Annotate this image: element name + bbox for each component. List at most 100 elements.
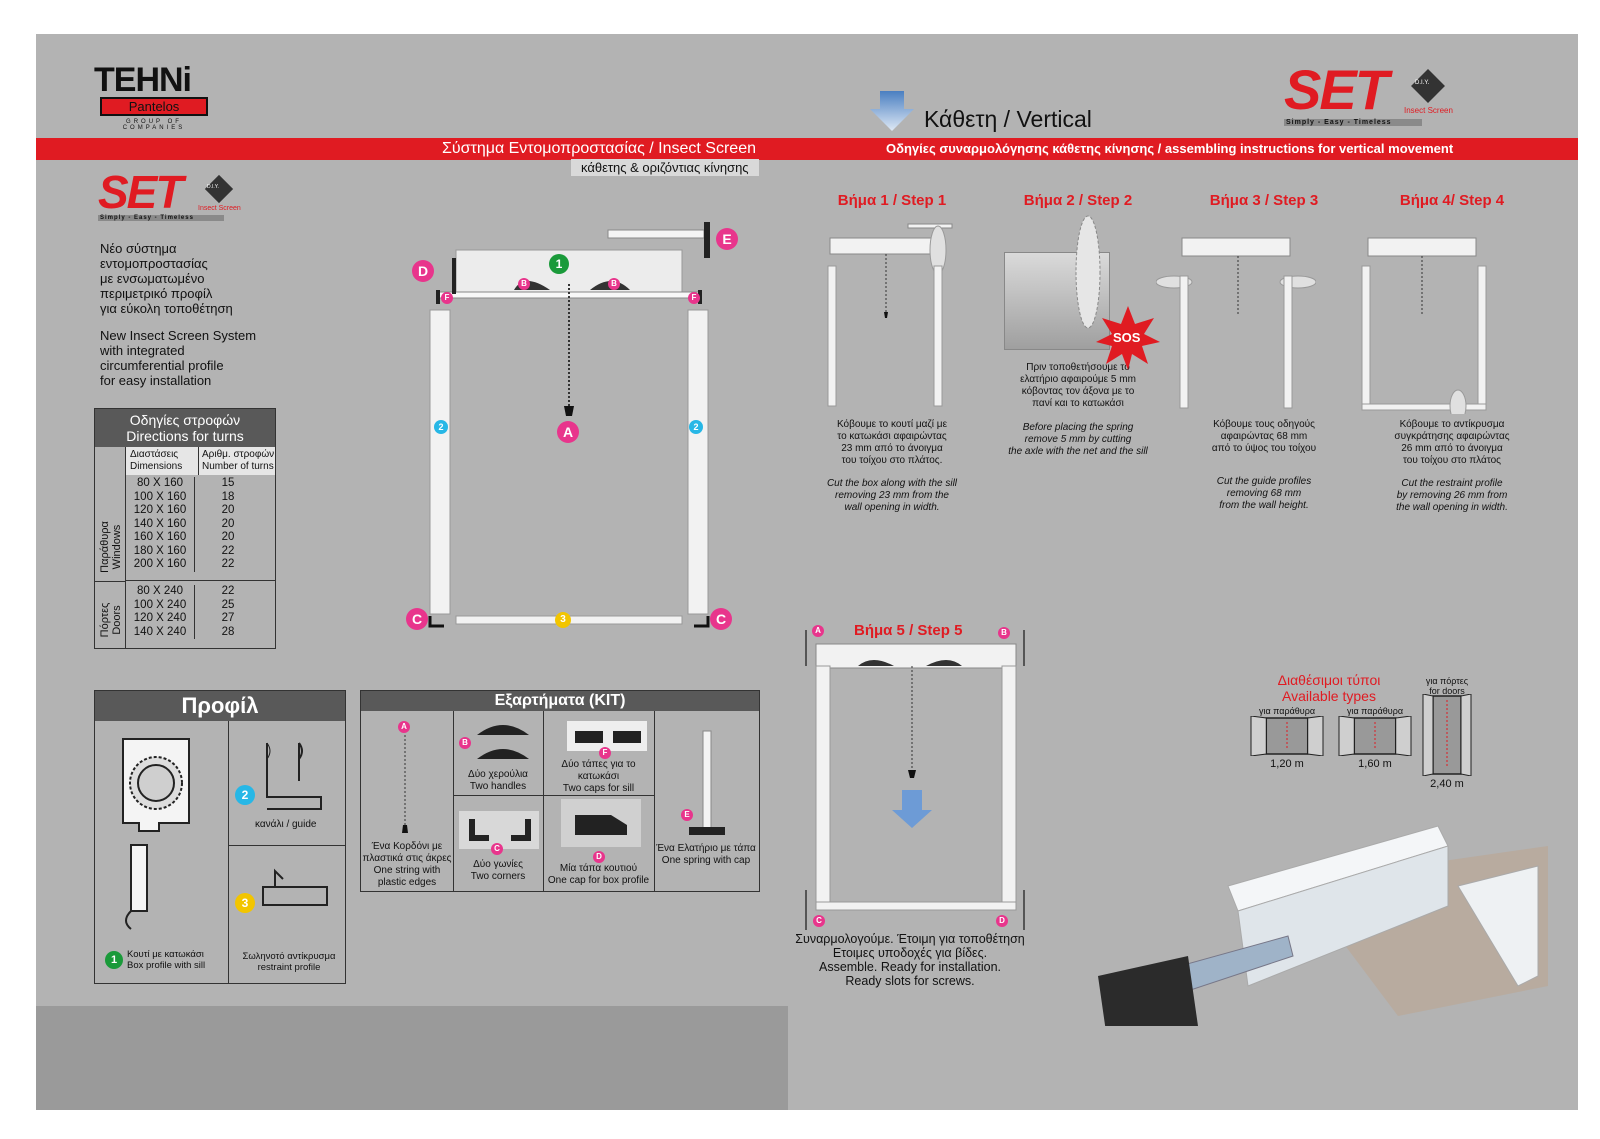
kit-div: [654, 711, 655, 891]
restraint-profile-drawing: [262, 868, 328, 906]
kit-handles-text: Δύο χερούλια Two handles: [453, 769, 543, 793]
col-dim-en: Dimensions: [130, 461, 183, 472]
turns-dim: 100 X 160: [126, 490, 195, 504]
tehni-group: GROUP OF COMPANIES: [122, 119, 186, 131]
type-label-gr: για παράθυρα: [1258, 706, 1316, 716]
badge-B-left: B: [518, 278, 530, 290]
group-doors-en: Doors: [111, 605, 123, 635]
spring-icon: [689, 730, 725, 835]
badge-E: E: [716, 228, 738, 250]
bar-title-right: Οδηγίες συναρμολόγησης κάθετης κίνησης /…: [886, 141, 1454, 156]
kit-div: [543, 711, 544, 891]
kit-badge-E: E: [681, 809, 693, 821]
kit-line: One cap for box profile: [547, 875, 650, 886]
kit-line: One string with: [373, 865, 441, 876]
turns-count: 20: [221, 531, 235, 543]
turns-count: 22: [221, 585, 235, 597]
intro-english: New Insect Screen System with integrated…: [100, 328, 290, 388]
step-line: by removing 26 mm from: [1396, 490, 1508, 501]
badge-2-right: 2: [689, 420, 703, 434]
kit-badge-A: A: [398, 721, 410, 733]
step-line: Cut the guide profiles: [1216, 476, 1312, 487]
turns-count: 18: [221, 490, 235, 503]
turns-dim: 80 X 240: [126, 585, 195, 599]
kit-spring-text: Ένα Ελατήριο με τάπα One spring with cap: [654, 843, 758, 867]
caps-icon: [575, 731, 641, 743]
col-dim-gr: Διαστάσεις: [130, 449, 179, 460]
badge-step5-B: B: [998, 627, 1010, 639]
kit-line: Δύο γωνίες: [473, 859, 523, 870]
badge-3: 3: [555, 612, 571, 628]
kit-boxcap-text: Μία τάπα κουτιού One cap for box profile: [543, 863, 654, 887]
step-line: του τοίχου στο πλάτος.: [841, 455, 943, 466]
set-logo-header: SET D.I.Y. Insect Screen Simply - Easy -…: [1284, 62, 1464, 132]
turns-count: 28: [221, 625, 235, 638]
kit-line: Ένα Κορδόνι με: [371, 841, 443, 852]
step-line: από το ύψος του τοίχου: [1211, 443, 1317, 454]
types-title: Διαθέσιμοι τύποι Available types: [1254, 672, 1404, 704]
group-doors: Πόρτες Doors: [95, 582, 125, 648]
intro-line: New Insect Screen System: [100, 328, 257, 343]
turns-dim: 140 X 240: [126, 625, 195, 639]
intro-line: περιμετρικό προφίλ: [100, 286, 213, 301]
step-line: 23 mm από το άνοιγμα: [841, 443, 943, 454]
boxcap-icon: [575, 815, 627, 835]
bottom-strip: [36, 1006, 788, 1110]
turns-count: 20: [221, 504, 235, 516]
step-line: αφαιρώντας 68 mm: [1220, 431, 1308, 442]
set-logo-side-slogan: Simply - Easy - Timeless: [98, 215, 224, 221]
step-line: κόβοντας τον άξονα με το: [1021, 386, 1135, 397]
step-line: συγκράτησης αφαιρώντας: [1394, 431, 1510, 442]
badge-D: D: [412, 260, 434, 282]
type-size: 1,60 m: [1358, 758, 1392, 770]
set-logo-side-word: SET: [98, 166, 183, 218]
set-logo-word: SET: [1284, 58, 1389, 121]
group-doors-gr: Πόρτες: [99, 602, 111, 638]
profil-panel: Προφίλ 1 Κουτί με κατωκάσι Box profile w…: [94, 690, 346, 984]
intro-line: with integrated: [100, 343, 185, 358]
step-line: 26 mm από το άνοιγμα: [1401, 443, 1503, 454]
step-line: Πριν τοποθετήσουμε το: [1026, 362, 1130, 373]
kit-line: Ένα Ελατήριο με τάπα: [656, 843, 756, 854]
intro-line: με ενσωματωμένο: [100, 271, 205, 286]
tehni-sub: Pantelos: [100, 97, 208, 116]
sos-label: SOS: [1113, 330, 1141, 345]
profil-title: Προφίλ: [95, 691, 345, 721]
turns-count: 20: [221, 517, 235, 530]
badge-profile-2: 2: [235, 785, 255, 805]
step-title: Βήμα 2 / Step 2: [1023, 192, 1133, 209]
type-window-icon: [1422, 694, 1472, 776]
kit-line: Μία τάπα κουτιού: [559, 863, 638, 874]
type-size: 2,40 m: [1430, 778, 1464, 790]
instruction-sheet: TEHNi Pantelos GROUP OF COMPANIES SET D.…: [36, 34, 1578, 1110]
saw-icon: [1075, 215, 1101, 329]
turns-row: 100 X 160 18: [126, 490, 275, 504]
badge-C-right: C: [710, 608, 732, 630]
step-line: Cut the restraint profile: [1401, 478, 1503, 489]
set-logo-side-insect: Insect Screen: [198, 205, 241, 212]
step-line: remove 5 mm by cutting: [1024, 434, 1132, 445]
badge-profile-1: 1: [105, 951, 123, 969]
step-line: the axle with the net and the sill: [1008, 446, 1148, 457]
step-line: the wall opening in width.: [1396, 502, 1508, 513]
turns-dim: 120 X 160: [126, 504, 195, 518]
turns-count: 22: [221, 544, 235, 557]
turns-dim: 200 X 160: [126, 558, 195, 572]
guide-profile-drawing: [266, 742, 322, 810]
kit-div: [453, 795, 654, 796]
step1-drawing: [827, 223, 953, 407]
turns-dim: 120 X 240: [126, 612, 195, 626]
step5-line: Ready slots for screws.: [845, 974, 975, 988]
kit-badge-D: D: [593, 851, 605, 863]
handles-icon: [477, 725, 529, 759]
box-profile-drawing: [122, 738, 190, 930]
